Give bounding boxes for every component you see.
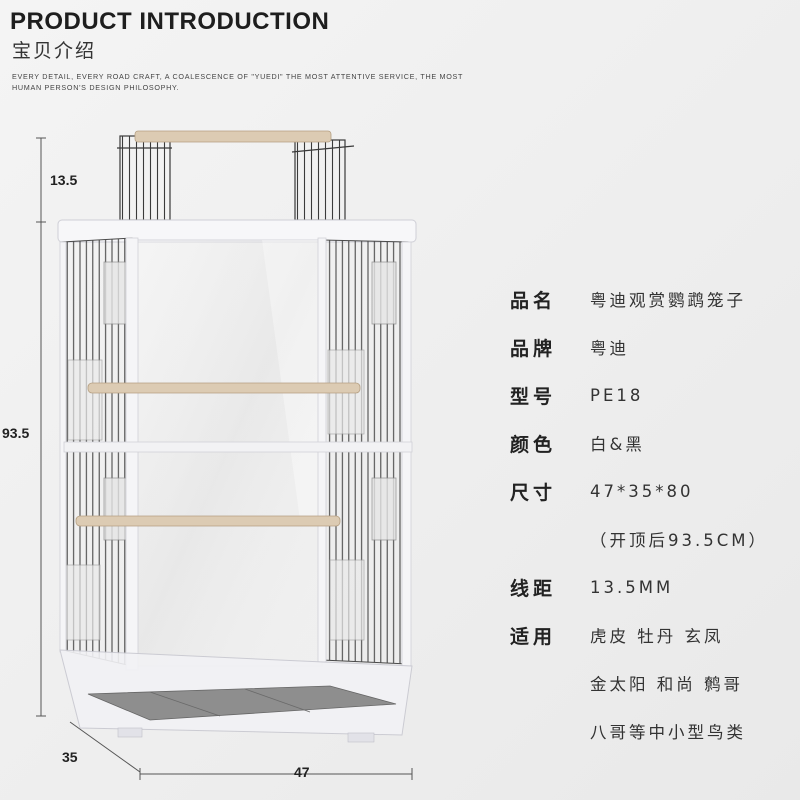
spec-label: 尺寸 (510, 481, 557, 504)
brand-tagline: EVERY DETAIL, EVERY ROAD CRAFT, A COALES… (12, 72, 463, 92)
dimension-width: 47 (294, 764, 310, 780)
dimension-lines (36, 137, 413, 780)
dimension-depth: 35 (62, 749, 78, 765)
frame-post-left (125, 237, 139, 671)
spec-label: 品名 (510, 289, 557, 312)
spec-row-model: 型号 PE18 (510, 371, 795, 419)
spec-label: 颜色 (510, 433, 557, 456)
perch-lower (75, 515, 341, 527)
cage-front-panel (131, 239, 323, 667)
perch-upper (87, 382, 361, 394)
top-door-left (117, 135, 172, 221)
spec-row-wire-spacing: 线距 13.5MM (510, 563, 795, 611)
spec-value: PE18 (590, 385, 644, 405)
spec-value: 13.5MM (590, 577, 674, 597)
spec-value: 虎皮 牡丹 玄凤 (590, 627, 724, 646)
top-door-right (291, 139, 355, 221)
spec-row-size-note: （开顶后93.5CM） (510, 515, 795, 563)
dimension-top-height: 13.5 (50, 172, 78, 188)
spec-row-brand: 品牌 粤迪 (510, 323, 795, 371)
spec-value: 47*35*80 (590, 481, 694, 501)
spec-value: 粤迪 (590, 339, 629, 358)
spec-value: 八哥等中小型鸟类 (590, 723, 746, 742)
base-tray (59, 649, 413, 743)
spec-value: 粤迪观赏鹦鹉笼子 (590, 291, 746, 310)
spec-label: 适用 (510, 625, 557, 648)
bird-cage-image (36, 130, 417, 780)
spec-label: 品牌 (510, 337, 557, 360)
spec-row-name: 品名 粤迪观赏鹦鹉笼子 (510, 275, 795, 323)
spec-row-suitable-2: 金太阳 和尚 鹩哥 (510, 659, 795, 707)
page-subtitle: 宝贝介绍 (12, 40, 97, 62)
spec-row-suitable-3: 八哥等中小型鸟类 (510, 707, 795, 755)
top-perch (134, 130, 332, 143)
page-title: PRODUCT INTRODUCTION (10, 8, 330, 35)
dimension-total-height: 93.5 (2, 425, 30, 441)
middle-rail (63, 441, 413, 453)
spec-label: 线距 (510, 577, 557, 600)
spec-row-size: 尺寸 47*35*80 (510, 467, 795, 515)
spec-row-suitable: 适用 虎皮 牡丹 玄凤 (510, 611, 795, 659)
spec-value: 金太阳 和尚 鹩哥 (590, 675, 743, 694)
spec-value: （开顶后93.5CM） (590, 531, 768, 550)
spec-row-color: 颜色 白&黑 (510, 419, 795, 467)
spec-label: 型号 (510, 385, 557, 408)
spec-value: 白&黑 (590, 435, 645, 454)
